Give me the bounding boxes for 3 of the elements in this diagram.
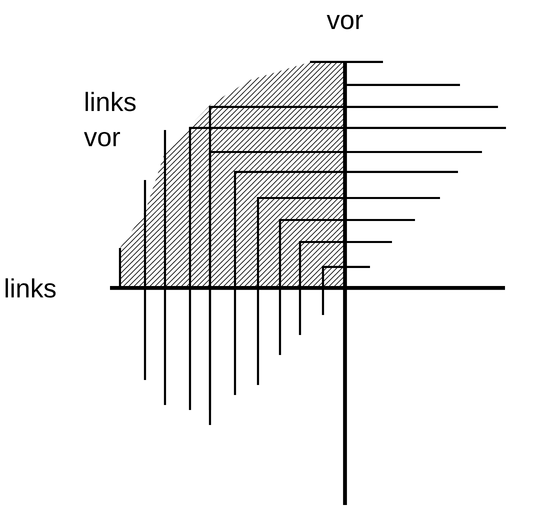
axis-label: vor <box>326 14 363 30</box>
axis-label: links <box>6 278 56 298</box>
axis-label: links vor <box>84 92 136 146</box>
